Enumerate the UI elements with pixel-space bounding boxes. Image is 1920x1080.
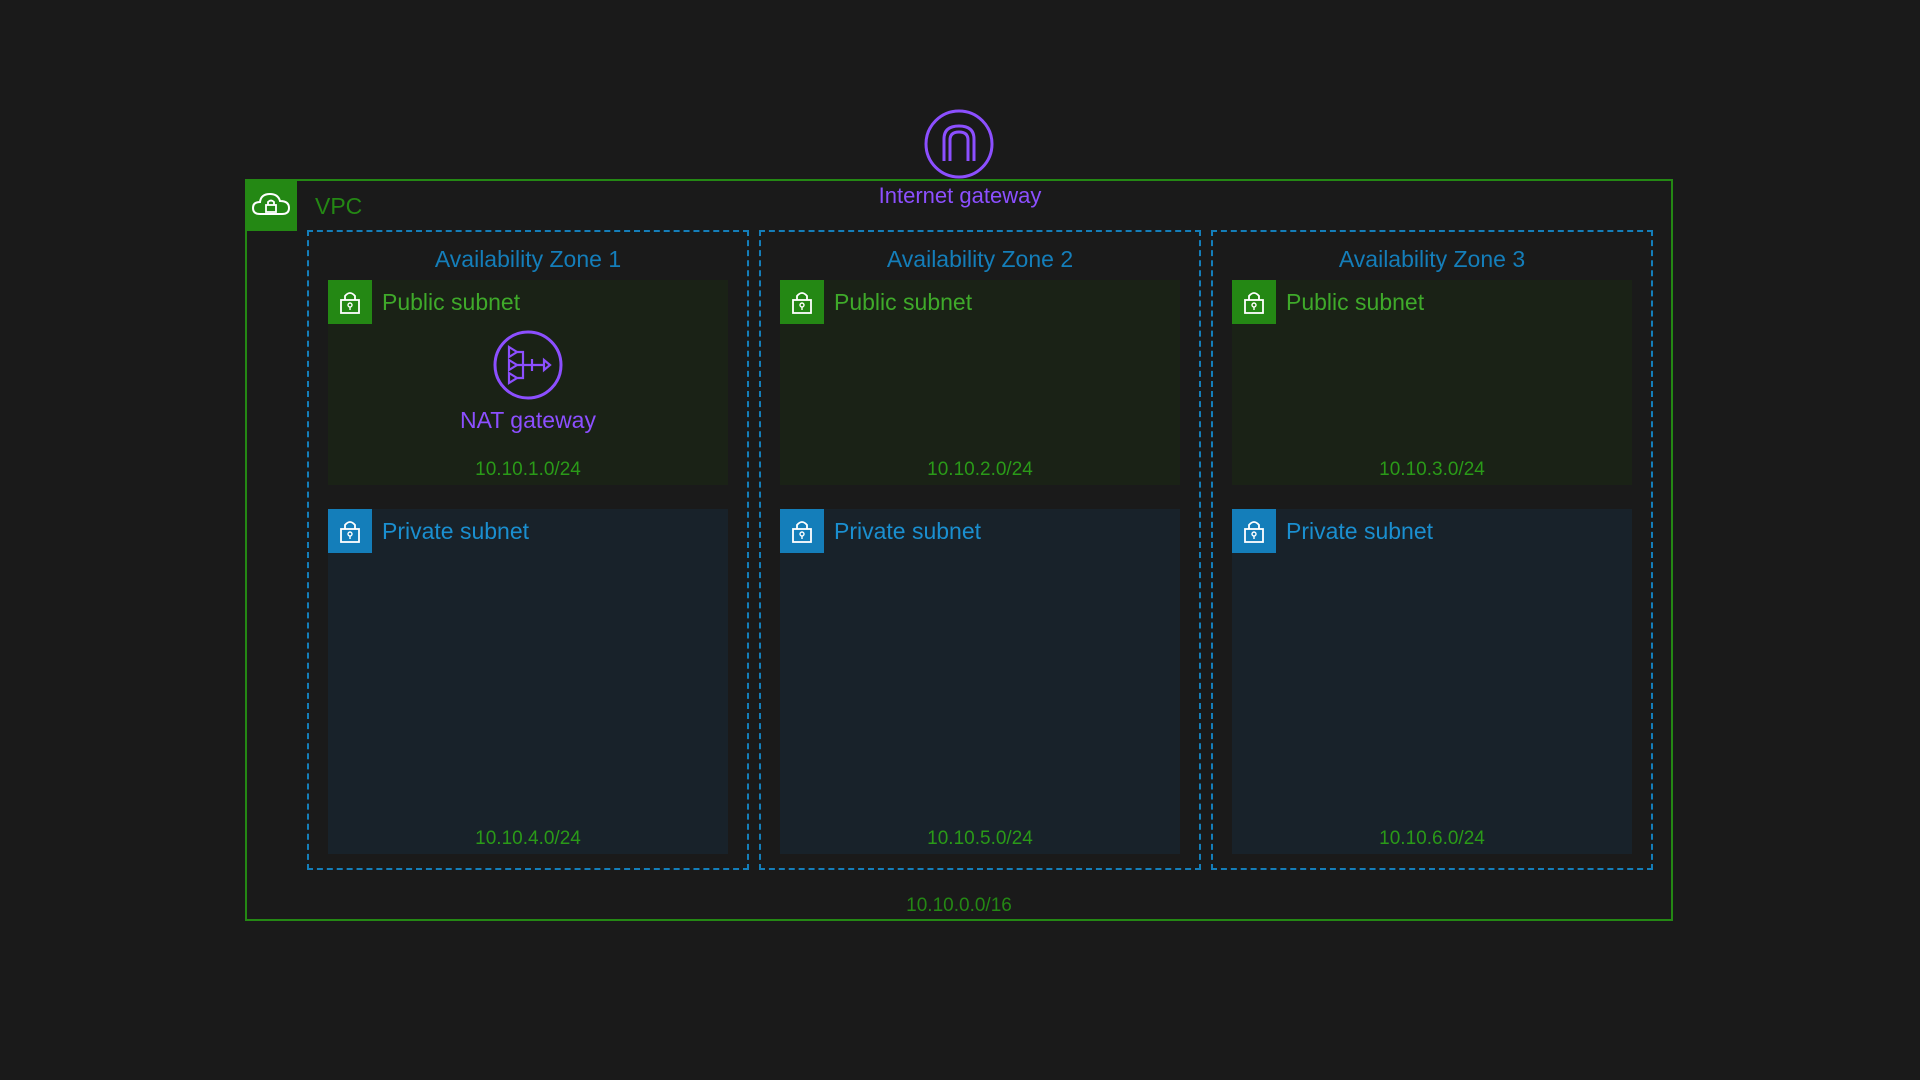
subnet-label: Public subnet (382, 289, 521, 315)
public-subnet-az3[interactable]: Public subnet 10.10.3.0/24 (1232, 280, 1632, 485)
subnet-label: Public subnet (834, 289, 973, 315)
availability-zone-1: Availability Zone 1 (307, 230, 749, 870)
subnet-cidr: 10.10.4.0/24 (475, 828, 581, 849)
subnet-cidr: 10.10.1.0/24 (475, 459, 581, 480)
public-subnet-az1[interactable]: Public subnet 10.10.1.0/24 (328, 280, 728, 485)
nat-gateway-icon[interactable] (492, 329, 564, 401)
vpc-container (245, 179, 1673, 921)
subnet-cidr: 10.10.3.0/24 (1379, 459, 1485, 480)
lock-icon (328, 509, 372, 553)
subnet-label: Private subnet (382, 518, 530, 544)
az-title: Availability Zone 1 (434, 246, 622, 272)
vpc-cidr: 10.10.0.0/16 (906, 895, 1012, 916)
subnet-cidr: 10.10.2.0/24 (927, 459, 1033, 480)
private-subnet-az2[interactable]: Private subnet 10.10.5.0/24 (780, 509, 1180, 854)
internet-gateway-label: Internet gateway (878, 183, 1042, 208)
private-subnet-az1[interactable]: Private subnet 10.10.4.0/24 (328, 509, 728, 854)
subnet-cidr: 10.10.5.0/24 (927, 828, 1033, 849)
vpc-label: VPC (315, 193, 363, 219)
subnet-label: Private subnet (1286, 518, 1434, 544)
subnet-label: Public subnet (1286, 289, 1425, 315)
lock-icon (780, 509, 824, 553)
public-subnet-az2[interactable]: Public subnet 10.10.2.0/24 (780, 280, 1180, 485)
availability-zone-3: Availability Zone 3 (1211, 230, 1653, 870)
internet-gateway-icon[interactable] (924, 109, 994, 179)
lock-icon (780, 280, 824, 324)
private-subnet-az3[interactable]: Private subnet 10.10.6.0/24 (1232, 509, 1632, 854)
availability-zone-2: Availability Zone 2 (759, 230, 1201, 870)
az-title: Availability Zone 2 (886, 246, 1074, 272)
cloud-lock-icon (245, 179, 297, 231)
lock-icon (1232, 280, 1276, 324)
lock-icon (328, 280, 372, 324)
lock-icon (1232, 509, 1276, 553)
az-title: Availability Zone 3 (1338, 246, 1526, 272)
subnet-label: Private subnet (834, 518, 982, 544)
subnet-cidr: 10.10.6.0/24 (1379, 828, 1485, 849)
nat-gateway-label: NAT gateway (460, 407, 596, 433)
